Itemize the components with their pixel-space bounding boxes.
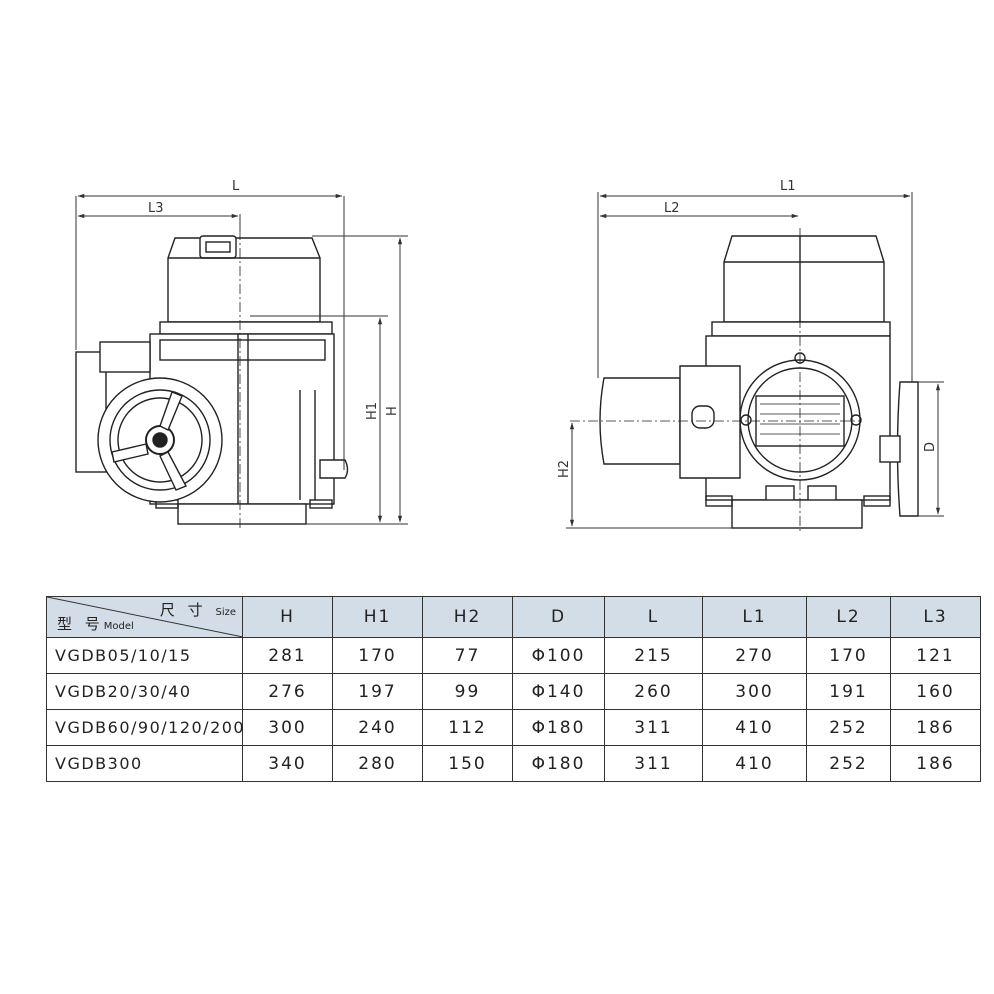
dim-label-L: L — [232, 179, 240, 194]
value-cell: 311 — [604, 745, 703, 782]
value-cell: 121 — [890, 637, 981, 674]
value-cell: 311 — [604, 709, 703, 746]
value-cell: 252 — [806, 745, 891, 782]
value-cell: 186 — [890, 709, 981, 746]
model-cell: VGDB05/10/15 — [46, 637, 243, 674]
front-view-dimensions — [566, 192, 944, 529]
table-row: VGDB05/10/15 281 170 77 Φ100 215 270 170… — [46, 637, 981, 674]
col-header-L2: L2 — [806, 596, 891, 638]
dim-label-H: H — [385, 406, 400, 416]
value-cell: Φ180 — [512, 709, 605, 746]
header-corner-cell: 尺 寸 Size 型 号Model — [46, 596, 243, 638]
table-row: VGDB60/90/120/200 300 240 112 Φ180 311 4… — [46, 709, 981, 746]
value-cell: 276 — [242, 673, 333, 710]
table-header-row: 尺 寸 Size 型 号Model H H1 H2 D L L1 L2 L3 — [46, 596, 981, 638]
value-cell: 99 — [422, 673, 513, 710]
value-cell: 281 — [242, 637, 333, 674]
value-cell: 270 — [702, 637, 807, 674]
corner-diagonal — [47, 597, 243, 637]
value-cell: 280 — [332, 745, 423, 782]
dim-label-H1: H1 — [365, 402, 380, 420]
front-view-drawing — [570, 228, 919, 534]
col-header-D: D — [512, 596, 605, 638]
value-cell: 191 — [806, 673, 891, 710]
value-cell: 77 — [422, 637, 513, 674]
dim-label-L2: L2 — [664, 201, 680, 216]
value-cell: Φ180 — [512, 745, 605, 782]
col-header-H2: H2 — [422, 596, 513, 638]
col-header-L: L — [604, 596, 703, 638]
dim-label-L1: L1 — [780, 179, 796, 194]
value-cell: Φ100 — [512, 637, 605, 674]
side-view-drawing — [75, 230, 349, 530]
dim-label-H2: H2 — [557, 460, 572, 478]
value-cell: 150 — [422, 745, 513, 782]
model-cell: VGDB300 — [46, 745, 243, 782]
col-header-L1: L1 — [702, 596, 807, 638]
header-model-label: 型 号Model — [57, 615, 134, 633]
value-cell: 215 — [604, 637, 703, 674]
value-cell: 197 — [332, 673, 423, 710]
value-cell: 186 — [890, 745, 981, 782]
value-cell: 260 — [604, 673, 703, 710]
side-view-dimensions — [75, 193, 408, 525]
value-cell: 160 — [890, 673, 981, 710]
value-cell: 300 — [242, 709, 333, 746]
value-cell: 170 — [806, 637, 891, 674]
dim-label-D: D — [923, 442, 938, 452]
value-cell: 112 — [422, 709, 513, 746]
value-cell: 252 — [806, 709, 891, 746]
dimension-table: 尺 寸 Size 型 号Model H H1 H2 D L L1 L2 L3 V… — [46, 596, 981, 782]
col-header-L3: L3 — [890, 596, 981, 638]
model-cell: VGDB60/90/120/200 — [46, 709, 244, 746]
col-header-H1: H1 — [332, 596, 423, 638]
table-row: VGDB20/30/40 276 197 99 Φ140 260 300 191… — [46, 673, 981, 710]
value-cell: 240 — [332, 709, 423, 746]
value-cell: 340 — [242, 745, 333, 782]
value-cell: 410 — [702, 745, 807, 782]
technical-drawing: L L3 H1 H — [75, 179, 944, 534]
col-header-H: H — [242, 596, 333, 638]
value-cell: 410 — [702, 709, 807, 746]
value-cell: 300 — [702, 673, 807, 710]
model-cell: VGDB20/30/40 — [46, 673, 243, 710]
header-size-label: 尺 寸 Size — [159, 601, 236, 619]
value-cell: Φ140 — [512, 673, 605, 710]
value-cell: 170 — [332, 637, 423, 674]
dim-label-L3: L3 — [148, 201, 164, 216]
table-row: VGDB300 340 280 150 Φ180 311 410 252 186 — [46, 745, 981, 782]
